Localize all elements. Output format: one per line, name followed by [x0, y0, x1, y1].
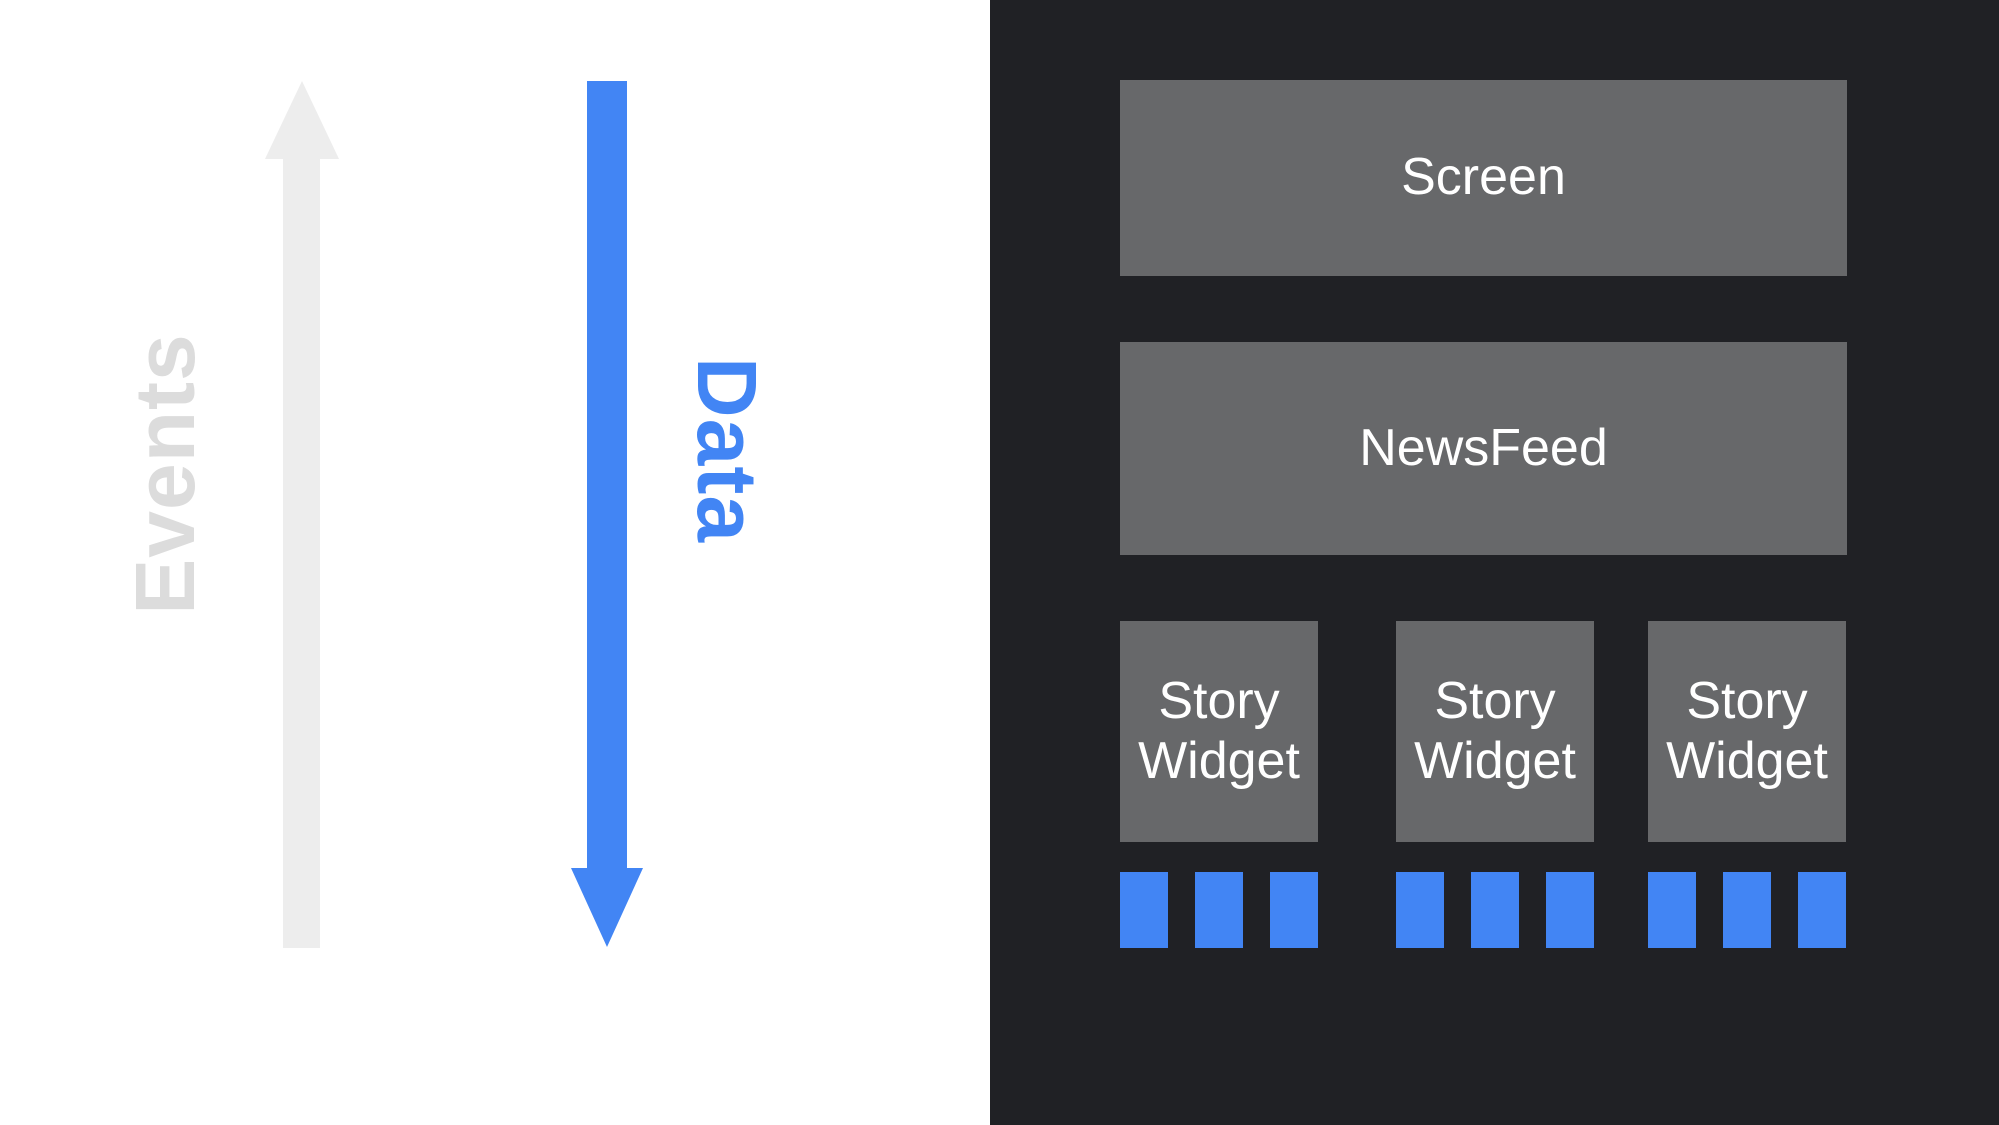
- screen-box-label: Screen: [1401, 148, 1566, 207]
- newsfeed-box: NewsFeed: [1120, 342, 1847, 555]
- data-block-icon: [1270, 872, 1318, 948]
- data-block-icon: [1546, 872, 1594, 948]
- story-data-blocks: [1120, 872, 1318, 948]
- story-data-blocks: [1648, 872, 1846, 948]
- data-block-icon: [1648, 872, 1696, 948]
- data-block-icon: [1396, 872, 1444, 948]
- data-block-icon: [1798, 872, 1846, 948]
- widget-tree-panel: Screen NewsFeed Story Widget Story Widge…: [990, 0, 1999, 1125]
- story-widget-column: Story Widget: [1120, 621, 1318, 948]
- events-label: Events: [118, 333, 212, 615]
- story-widget-label: Story Widget: [1138, 671, 1300, 790]
- story-widget-label: Story Widget: [1414, 671, 1576, 790]
- data-down-arrow-icon: [571, 81, 643, 947]
- story-data-blocks: [1396, 872, 1594, 948]
- story-widget-column: Story Widget: [1648, 621, 1846, 948]
- screen-box: Screen: [1120, 80, 1847, 276]
- data-down-arrow-shape: [571, 81, 643, 947]
- events-data-flow-panel: Events Data: [0, 0, 990, 1125]
- data-block-icon: [1471, 872, 1519, 948]
- story-widget-box: Story Widget: [1648, 621, 1846, 842]
- data-block-icon: [1120, 872, 1168, 948]
- data-block-icon: [1195, 872, 1243, 948]
- data-block-icon: [1723, 872, 1771, 948]
- events-up-arrow-shape: [265, 81, 339, 948]
- data-label: Data: [680, 356, 774, 544]
- story-widget-label: Story Widget: [1666, 671, 1828, 790]
- events-up-arrow-icon: [265, 81, 339, 948]
- newsfeed-box-label: NewsFeed: [1359, 418, 1608, 477]
- story-widget-column: Story Widget: [1396, 621, 1594, 948]
- story-widget-box: Story Widget: [1396, 621, 1594, 842]
- story-widget-box: Story Widget: [1120, 621, 1318, 842]
